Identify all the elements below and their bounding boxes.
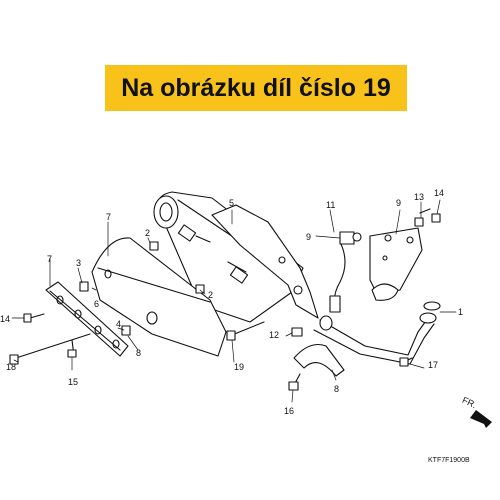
front-direction-arrow-icon	[470, 410, 492, 428]
callout-15: 17	[428, 360, 438, 370]
banner-text: Na obrázku díl číslo 19	[121, 73, 391, 102]
oxygen-sensor	[329, 231, 362, 313]
callout-6: 7	[47, 254, 52, 264]
callout-18: 18	[6, 362, 16, 372]
callout-8: 8	[334, 384, 339, 394]
callout-11: 12	[269, 330, 279, 340]
bolts	[9, 208, 431, 391]
callout-13: 14	[434, 188, 444, 198]
callout-2-lower: 2	[208, 290, 213, 300]
exhaust-clamp	[293, 343, 345, 377]
collars-and-nuts	[79, 213, 441, 337]
callout-5: 7	[106, 212, 111, 222]
muffler-bracket	[211, 204, 319, 319]
callout-4: 5	[229, 198, 234, 208]
callout-19: 19	[234, 362, 244, 372]
callout-14-left: 14	[0, 314, 10, 324]
callout-labels: 7 2 5 7 3 6 4 8 2 14 15 18 19 12 8 16 17…	[0, 188, 478, 464]
callout-3-lower: 4	[116, 319, 121, 329]
callout-9: 9	[396, 198, 401, 208]
muffler-protector	[91, 237, 227, 357]
callout-17: 11	[326, 200, 335, 210]
direction-label: FR.	[461, 395, 478, 410]
callout-7-lower: 8	[136, 348, 141, 358]
callout-12: 13	[414, 192, 424, 202]
callout-10: 9	[306, 232, 311, 242]
callout-1: 1	[458, 307, 463, 317]
callout-16: 16	[284, 406, 294, 416]
callout-3-upper: 3	[76, 258, 81, 268]
callout-7-upper: 6	[94, 299, 99, 309]
callout-14-lower: 15	[68, 377, 78, 387]
diagram-code: KTF7F1900B	[428, 457, 470, 464]
exhaust-heat-protector	[369, 227, 423, 301]
leader-lines	[11, 199, 457, 403]
protector-stay	[45, 281, 129, 357]
part-number-banner: Na obrázku díl číslo 19	[105, 65, 407, 111]
callout-2-upper: 2	[145, 228, 150, 238]
